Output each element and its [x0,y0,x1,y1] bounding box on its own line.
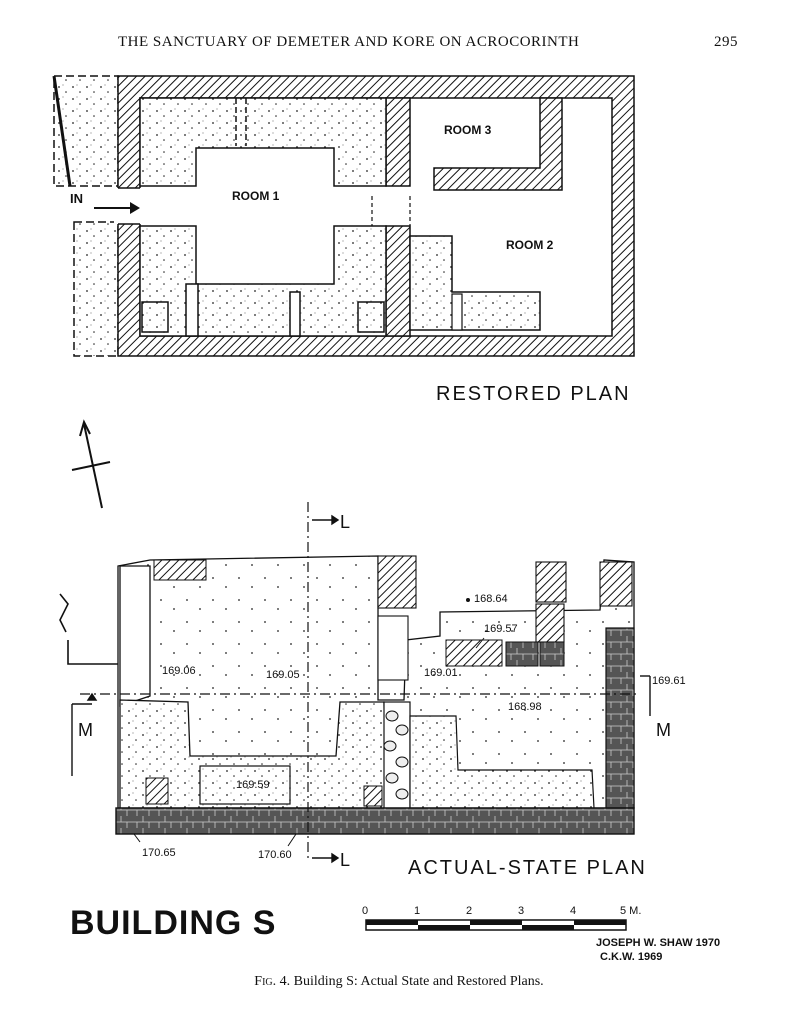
building-label: BUILDING S [70,904,276,942]
section-m-right: M [656,720,673,740]
restored-partition [385,97,411,337]
elev-169-06: 169.06 [162,665,196,677]
entrance-label: IN [70,191,83,206]
running-header: THE SANCTUARY OF DEMETER AND KORE ON ACR… [118,34,738,51]
west-annex [52,75,119,357]
scale-tick-1: 1 [414,905,420,917]
scale-bar: 0 1 2 3 4 5 M. [362,905,641,931]
credit-line-2: C.K.W. 1969 [600,951,662,963]
room1-benches [139,97,387,337]
scale-tick-0: 0 [362,905,368,917]
entrance-arrow-icon [94,202,140,214]
elev-169-59: 169.59 [236,779,270,791]
stone-row [445,639,565,667]
south-foundation [115,807,635,835]
room3-label: ROOM 3 [444,123,492,137]
section-m-left: M [78,720,95,740]
elevation-labels: 169.06 169.05 169.01 168.64 169.57 168.9… [142,593,686,861]
actual-plan-title: ACTUAL-STATE PLAN [408,857,647,879]
elev-168-98: 168.98 [508,701,542,713]
scale-tick-5: 5 M. [620,905,641,917]
north-arrow-icon [71,419,111,509]
room2-label: ROOM 2 [506,238,554,252]
figure-caption-text: Building S: Actual State and Restored Pl… [293,974,544,989]
restored-plan-title: RESTORED PLAN [436,383,631,405]
elev-169-57: 169.57 [484,623,518,635]
figure-number: Fig. 4. [254,974,291,989]
scale-tick-2: 2 [466,905,472,917]
elev-170-60: 170.60 [258,849,292,861]
actual-state-plan: L L M M 169.06 169.05 169.01 168.64 169.… [59,502,686,879]
credit-line-1: JOSEPH W. SHAW 1970 [596,937,720,949]
section-lines [80,502,640,862]
elev-169-05: 169.05 [266,669,300,681]
section-l-bottom: L [340,850,352,870]
scale-tick-3: 3 [518,905,524,917]
section-l-top: L [340,512,352,532]
restored-plan: IN ROOM 1 ROOM 3 ROOM 2 RESTORED PLAN [52,75,635,405]
room2-bench [409,235,541,331]
elev-170-65: 170.65 [142,847,176,859]
elev-168-64: 168.64 [474,593,508,605]
page-number: 295 [714,34,738,50]
running-title: THE SANCTUARY OF DEMETER AND KORE ON ACR… [118,34,580,50]
room1-label: ROOM 1 [232,189,280,203]
scale-tick-4: 4 [570,905,576,917]
figure-caption: Fig. 4. Building S: Actual State and Res… [0,974,798,990]
elev-169-01: 169.01 [424,667,458,679]
room3-wall [433,97,563,191]
elev-169-61: 169.61 [652,675,686,687]
